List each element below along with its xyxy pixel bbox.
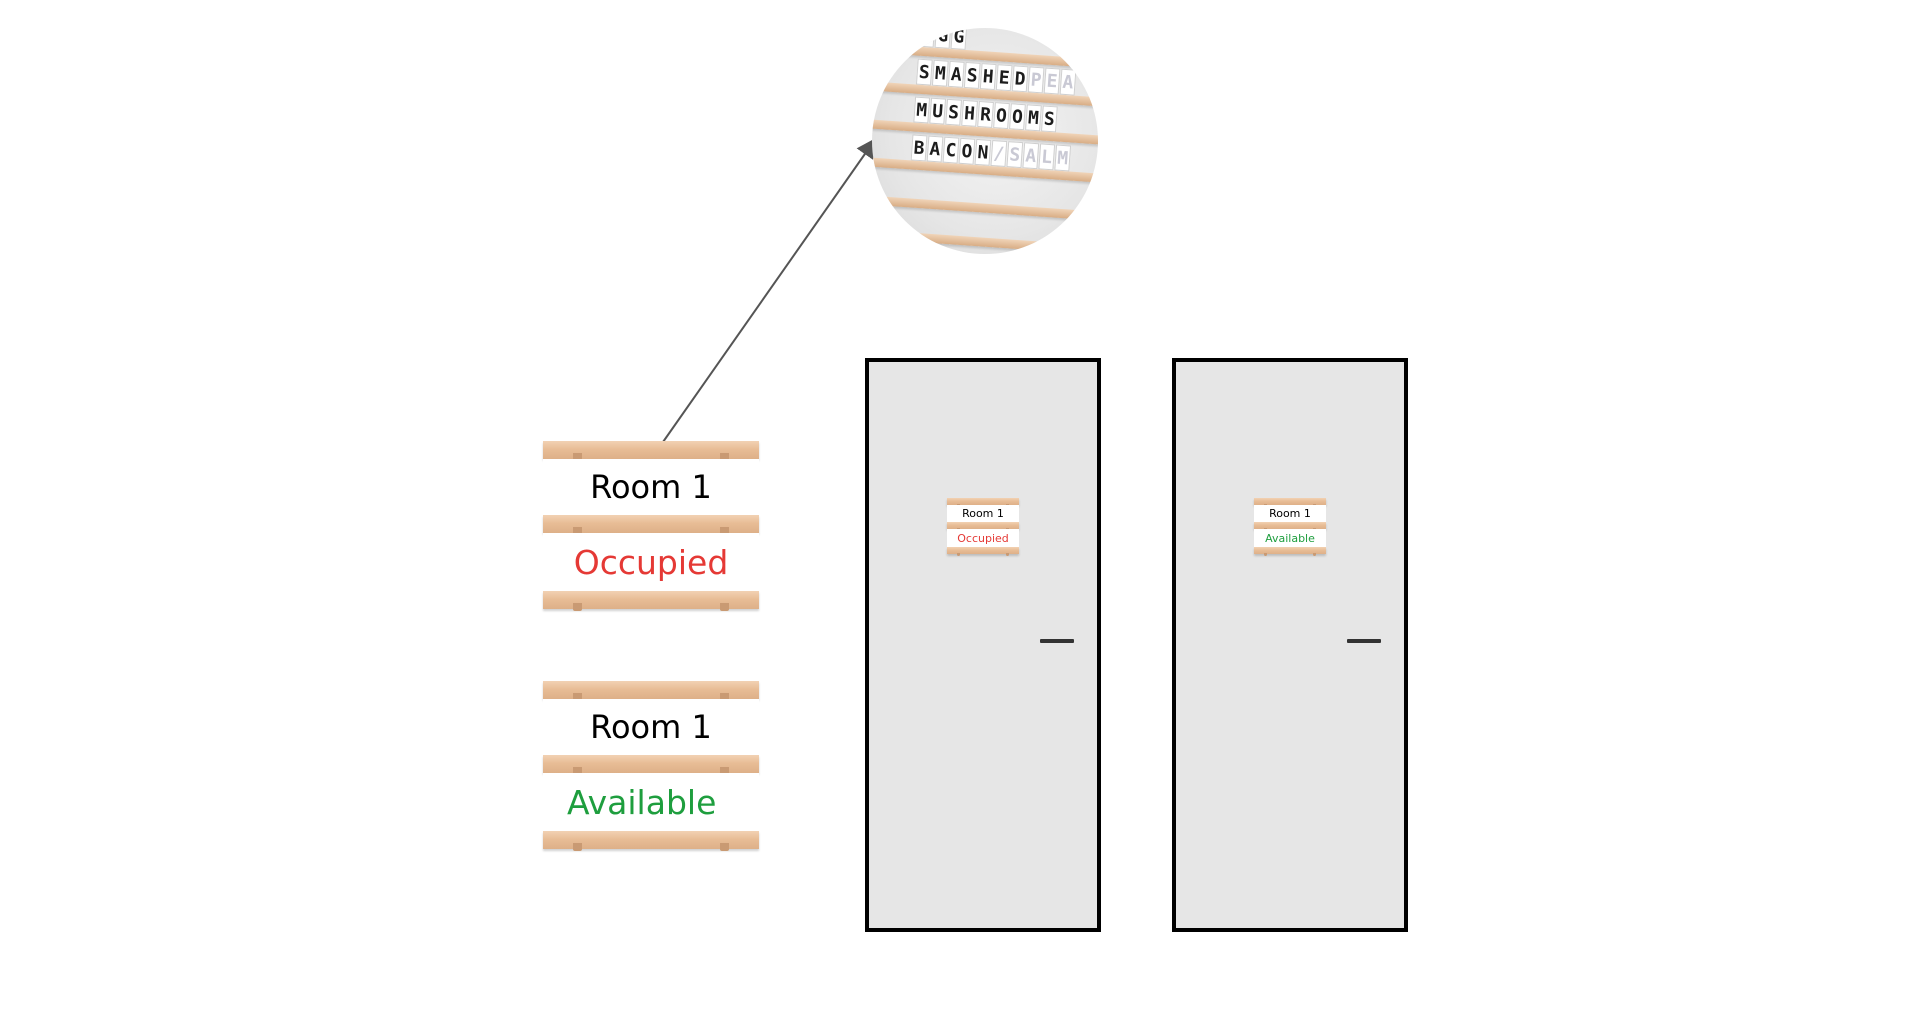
letter-tile: S (945, 98, 963, 126)
letter-tile: / (990, 140, 1008, 167)
letter-tile: B (910, 134, 928, 162)
door-available (1172, 358, 1408, 932)
door-sign-status-occupied: Occupied (957, 531, 1009, 545)
letter-tile: O (993, 102, 1010, 130)
letter-tile: E (918, 28, 936, 48)
letter-tile: E (1043, 67, 1061, 95)
letter-tile: D (1011, 65, 1029, 93)
door-sign-status-available: Available (1265, 531, 1315, 545)
letter-tile: O (958, 137, 976, 165)
letter-tile: R (977, 100, 994, 128)
wood-rail (947, 498, 1019, 507)
wood-rail (543, 755, 759, 775)
door-sign-room-panel: Room 1 (1254, 505, 1326, 522)
letter-tile: C (942, 136, 960, 164)
letter-tile: P (1027, 66, 1045, 94)
wood-rail (543, 831, 759, 851)
door-sign-room-label: Room 1 (1269, 507, 1311, 520)
wood-rail (543, 591, 759, 611)
wood-rail (543, 681, 759, 701)
letter-tile: S (963, 61, 981, 89)
door-occupied (865, 358, 1101, 932)
letter-tile: E (995, 64, 1013, 92)
letter-tile: H (961, 99, 978, 127)
door-handle (1040, 639, 1074, 643)
photo-rail (872, 228, 1098, 254)
letter-tile: M (1054, 144, 1072, 172)
sign-status-available: Available (567, 782, 717, 822)
sign-status-panel: Available (543, 773, 759, 831)
letter-tile: M (931, 59, 949, 87)
wood-rail (1254, 498, 1326, 507)
photo-rail (872, 194, 1098, 222)
sign-room-label: Room 1 (590, 468, 712, 506)
letter-tile: G (934, 28, 952, 49)
letter-tile: S (915, 58, 933, 86)
letter-tile: S (1006, 141, 1024, 169)
sign-status-panel: Occupied (543, 533, 759, 591)
letter-tile: A (926, 135, 944, 163)
sign-room-panel: Room 1 (543, 459, 759, 515)
sign-room-label: Room 1 (590, 708, 712, 746)
door-sign-status-panel: Available (1254, 529, 1326, 547)
letter-tile: A (947, 60, 965, 88)
wood-rail (1254, 547, 1326, 556)
letter-tile: A (1059, 68, 1077, 96)
letter-tile: M (913, 96, 931, 124)
sign-status-occupied: Occupied (573, 542, 729, 582)
wood-rail (543, 441, 759, 461)
door-sign-room-label: Room 1 (962, 507, 1004, 520)
letter-tile: M (1025, 104, 1042, 132)
letter-tile: A (1022, 142, 1040, 170)
wood-rail (947, 522, 1019, 531)
letter-tile: S (1040, 105, 1058, 133)
letter-tile: G (950, 28, 968, 50)
door-handle (1347, 639, 1381, 643)
door-sign-status-panel: Occupied (947, 529, 1019, 547)
letter-tile: L (1038, 143, 1056, 171)
letter-tile: N (974, 138, 992, 166)
sign-room-panel: Room 1 (543, 699, 759, 755)
door-sign-room-panel: Room 1 (947, 505, 1019, 522)
wood-rail (947, 547, 1019, 556)
letter-tile: H (979, 63, 997, 91)
letter-tile: O (1009, 103, 1026, 131)
wood-rail (1254, 522, 1326, 531)
wood-rail (543, 515, 759, 535)
letter-tile: U (929, 97, 947, 125)
